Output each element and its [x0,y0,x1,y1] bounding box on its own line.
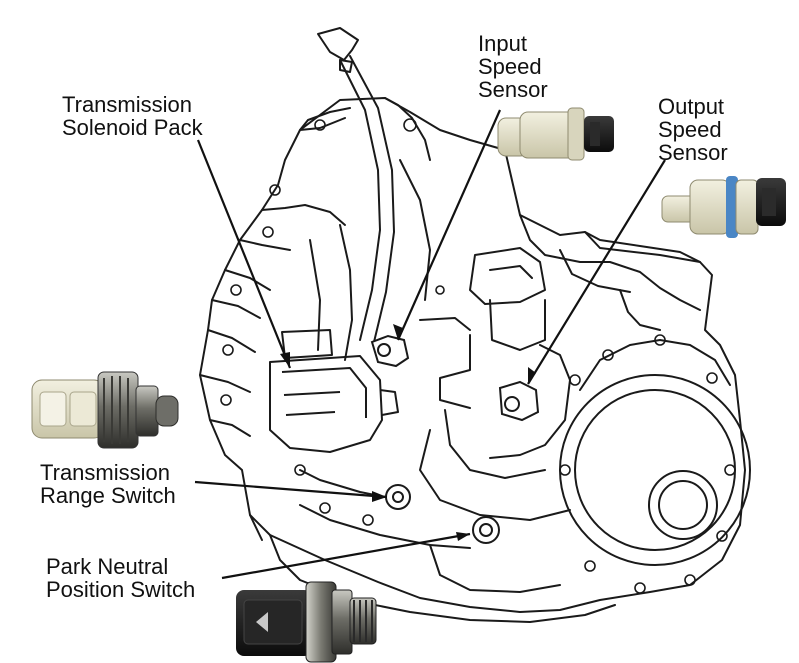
label-park-neutral-position-switch: Park Neutral Position Switch [46,555,195,601]
range-switch-drawing [385,484,411,510]
pnp-switch-drawing [472,516,500,544]
label-line: Input [478,31,527,56]
label-input-speed-sensor: Input Speed Sensor [478,32,548,101]
label-line: Park Neutral [46,554,169,579]
label-transmission-range-switch: Transmission Range Switch [40,461,176,507]
leader-arrowheads [280,324,536,541]
label-line: Sensor [658,140,728,165]
label-line: Speed [478,54,542,79]
label-line: Transmission [40,460,170,485]
output-speed-sensor-photo [661,176,786,238]
input-sensor-drawing [370,334,410,368]
label-line: Speed [658,117,722,142]
leader-output [527,159,666,385]
input-speed-sensor-photo [497,107,614,161]
leader-range [194,480,388,499]
pnp-switch-photo [236,581,377,663]
output-sensor-drawing [498,380,540,422]
range-switch-photo [31,371,179,449]
leader-pnp [221,532,471,580]
leader-input [396,109,502,341]
label-output-speed-sensor: Output Speed Sensor [658,95,728,164]
label-line: Range Switch [40,483,176,508]
transmission-housing [199,27,751,623]
label-line: Sensor [478,77,548,102]
label-line: Output [658,94,725,119]
solenoid-pack-drawing [269,329,399,453]
label-line: Position Switch [46,577,196,602]
label-line: Solenoid Pack [62,115,203,140]
label-transmission-solenoid-pack: Transmission Solenoid Pack [62,93,203,139]
leader-lines [194,109,666,580]
label-line: Transmission [62,92,192,117]
leader-solenoid [196,139,292,369]
